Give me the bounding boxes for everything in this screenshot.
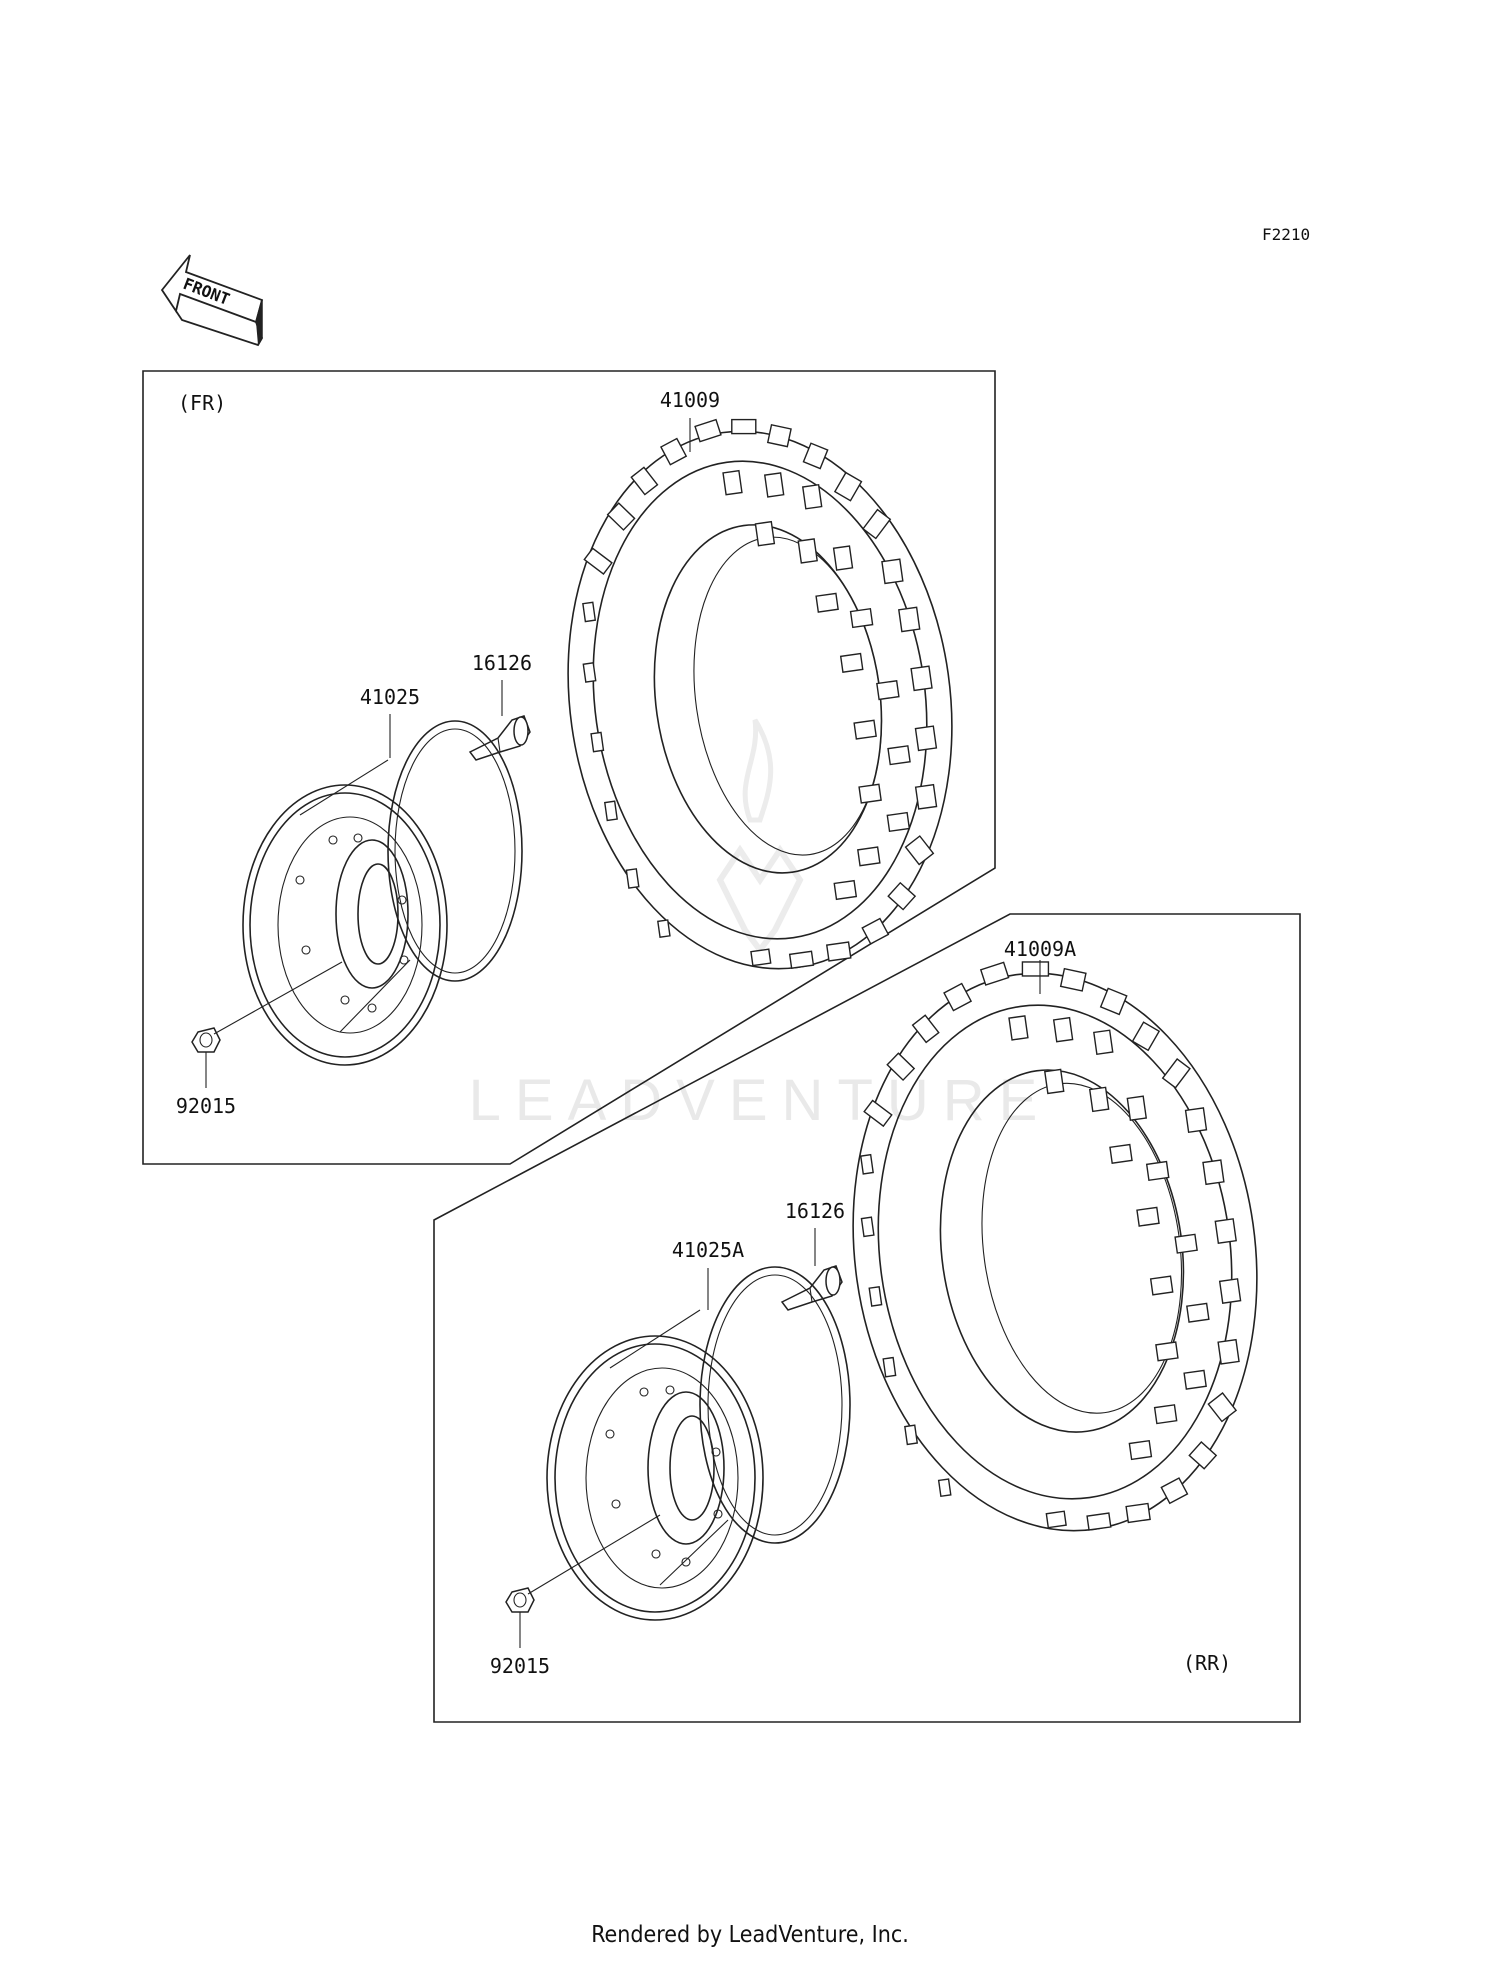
front-valve-icon: [468, 715, 531, 761]
rear-wheel-bolt-holes: [605, 1385, 723, 1567]
front-tire-tread: [582, 418, 938, 969]
part-label-16126-front[interactable]: 16126: [472, 651, 532, 675]
watermark: LEADVENTURE: [469, 718, 1052, 1133]
diagram-code: F2210: [1262, 225, 1310, 244]
watermark-text: LEADVENTURE: [469, 1068, 1052, 1133]
rear-wheel: [546, 1266, 851, 1621]
front-arrow-icon: FRONT: [160, 254, 264, 347]
part-label-16126-rear[interactable]: 16126: [785, 1199, 845, 1223]
rear-group: (RR): [433, 913, 1301, 1723]
part-label-41009[interactable]: 41009: [660, 388, 720, 412]
front-wheel-bolt-holes: [295, 833, 409, 1013]
part-label-41025A[interactable]: 41025A: [672, 1238, 744, 1262]
rear-tire: [852, 961, 1258, 1532]
front-nut-icon: [191, 1027, 221, 1053]
part-label-92015-front[interactable]: 92015: [176, 1094, 236, 1118]
rear-nut-icon: [505, 1587, 535, 1613]
front-wheel: [242, 720, 523, 1066]
front-group: (FR): [142, 370, 996, 1165]
rear-group-frame: [433, 913, 1301, 1723]
rear-group-label: (RR): [1183, 1651, 1231, 1675]
footer-credit: Rendered by LeadVenture, Inc.: [591, 1922, 909, 1948]
rear-tire-tread: [859, 961, 1242, 1531]
part-label-92015-rear[interactable]: 92015: [490, 1654, 550, 1678]
part-label-41009A[interactable]: 41009A: [1004, 937, 1076, 961]
rear-valve-icon: [780, 1265, 843, 1311]
part-label-41025[interactable]: 41025: [360, 685, 420, 709]
front-group-frame: [142, 370, 996, 1165]
front-group-label: (FR): [178, 391, 226, 415]
front-tire: [567, 418, 953, 970]
